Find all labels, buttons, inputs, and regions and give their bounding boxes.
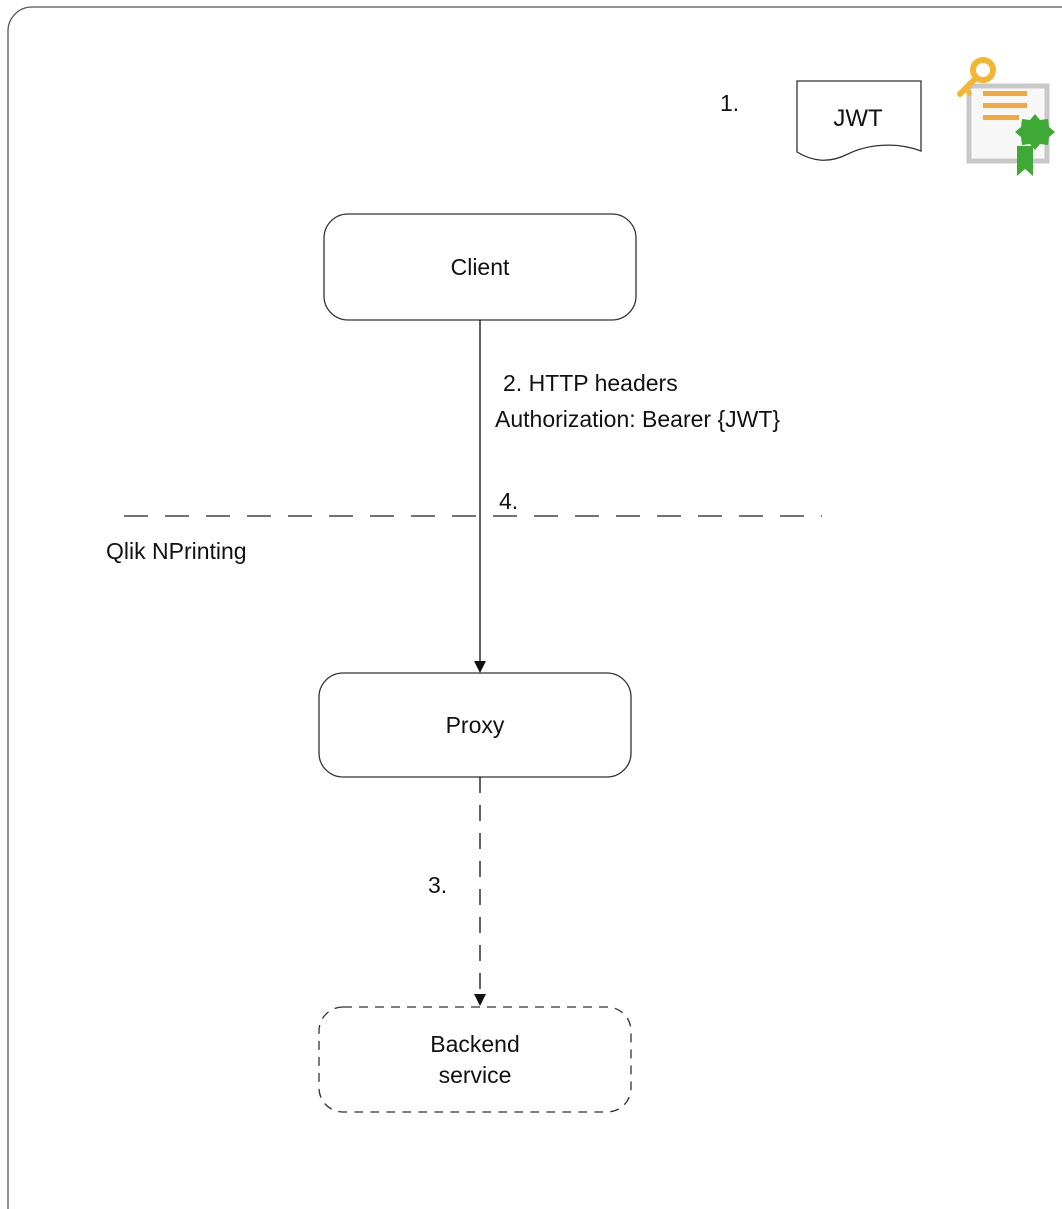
step-4-label: 4. [499, 488, 518, 514]
step-1-label: 1. [720, 90, 739, 116]
jwt-document-label: JWT [833, 105, 883, 132]
backend-service-node: Backend service [318, 1006, 632, 1113]
backend-service-label-line1: Backend [430, 1031, 520, 1057]
step-2-label: 2. HTTP headers [503, 370, 678, 396]
boundary-label: Qlik NPrinting [106, 538, 247, 564]
jwt-document: JWT [796, 80, 922, 161]
proxy-node: Proxy [318, 672, 632, 778]
seal-icon [1015, 114, 1055, 176]
step-2-authorization-label: Authorization: Bearer {JWT} [495, 406, 780, 432]
key-icon [957, 57, 996, 97]
jwt-document-icon [796, 80, 922, 161]
certificate-icon [957, 57, 1055, 176]
step-3-label: 3. [428, 872, 447, 898]
client-node: Client [323, 213, 637, 321]
client-node-label: Client [451, 254, 510, 280]
backend-service-label-line2: service [439, 1062, 512, 1088]
proxy-node-label: Proxy [446, 712, 505, 738]
diagram-frame [7, 6, 1062, 1209]
